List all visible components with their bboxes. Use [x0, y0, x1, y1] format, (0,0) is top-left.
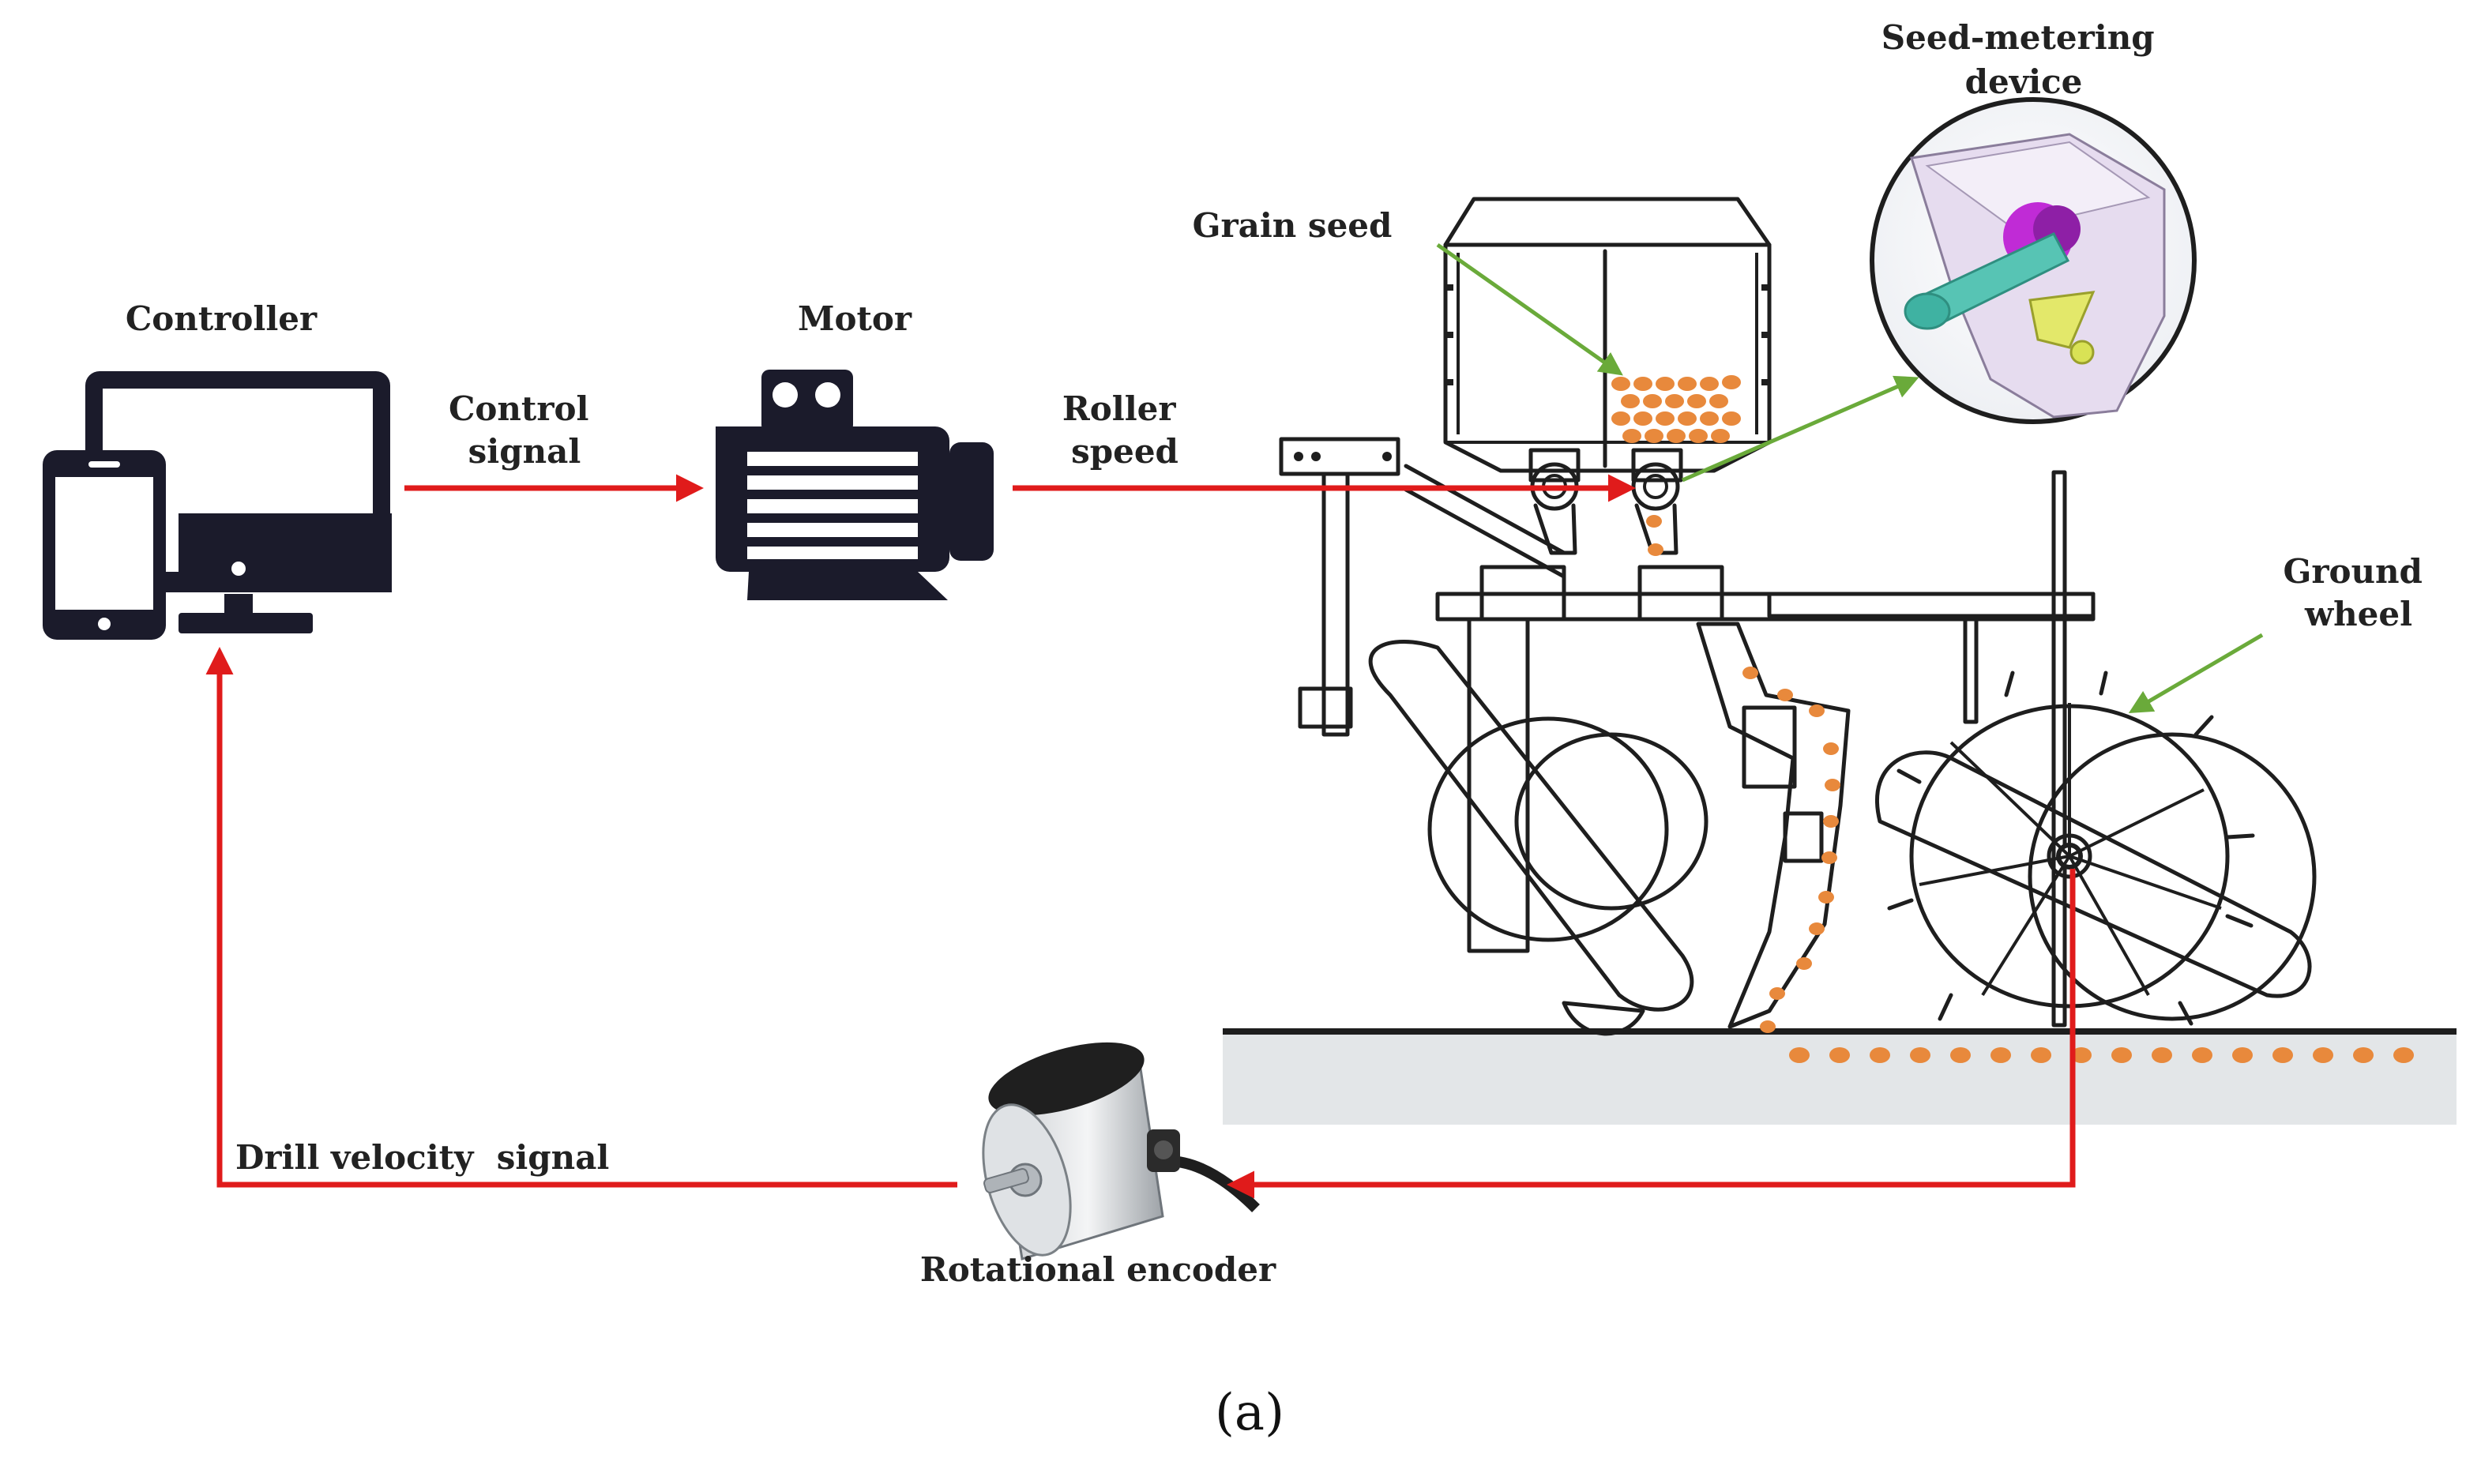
planted-seed: [2111, 1047, 2132, 1063]
planted-seed: [1829, 1047, 1850, 1063]
planted-seed: [1870, 1047, 1890, 1063]
drill-velocity-signal-arrow: [205, 647, 957, 1188]
soil-ground: [1223, 1028, 2457, 1125]
seed-metering-pointer: [1682, 375, 1919, 483]
rotary-encoder-icon: [982, 1042, 1260, 1260]
control-signal-label-line1: Control: [449, 389, 588, 428]
grain-seed-label: Grain seed: [1193, 206, 1393, 245]
roller-speed-label: Roller speed: [1062, 389, 1187, 471]
planted-seed: [1990, 1047, 2011, 1063]
grain-seeds-in-hopper: [1611, 375, 1741, 443]
planted-seed: [2313, 1047, 2333, 1063]
panel-caption: (a): [1215, 1384, 1284, 1442]
planted-seed: [1910, 1047, 1930, 1063]
planted-seed: [2192, 1047, 2212, 1063]
planted-seed: [2272, 1047, 2293, 1063]
seed-metering-device-label-line2: device: [1965, 62, 2083, 101]
planted-seed: [1950, 1047, 1971, 1063]
planted-seed: [2393, 1047, 2414, 1063]
planted-seed: [1789, 1047, 1810, 1063]
seeds-in-delivery-tube: [1646, 515, 1840, 1033]
devices-icon: [43, 371, 392, 640]
control-signal-label-line2: signal: [468, 432, 581, 471]
ground-wheel-label: Ground wheel: [2283, 552, 2434, 633]
motor-label: Motor: [798, 299, 912, 338]
seed-metering-device-magnifier: [1870, 97, 2197, 424]
electric-motor-icon: [716, 370, 994, 600]
planted-seed: [2071, 1047, 2092, 1063]
controller-label: Controller: [126, 299, 318, 338]
rotational-encoder-label: Rotational encoder: [920, 1250, 1276, 1289]
seed-metering-device-label: Seed-metering device: [1881, 18, 2166, 101]
planted-seed: [2353, 1047, 2374, 1063]
roller-speed-label-line2: speed: [1071, 432, 1178, 471]
planted-seed: [2152, 1047, 2172, 1063]
grain-seed-pointer: [1436, 242, 1623, 376]
ground-wheel-to-encoder-arrow: [1227, 869, 2076, 1199]
roller-speed-label-line1: Roller: [1062, 389, 1177, 428]
planted-seed: [2232, 1047, 2253, 1063]
planted-seed-row: [1789, 1047, 2414, 1063]
seed-metering-device-label-line1: Seed-metering: [1881, 18, 2155, 57]
ground-wheel-label-line1: Ground: [2283, 552, 2422, 591]
ground-wheel-pointer: [2128, 633, 2264, 714]
drill-velocity-signal-label: Drill velocity signal: [235, 1138, 609, 1177]
planted-seed: [2031, 1047, 2051, 1063]
control-signal-label: Control signal: [449, 389, 600, 471]
ground-wheel-label-line2: wheel: [2304, 595, 2412, 633]
